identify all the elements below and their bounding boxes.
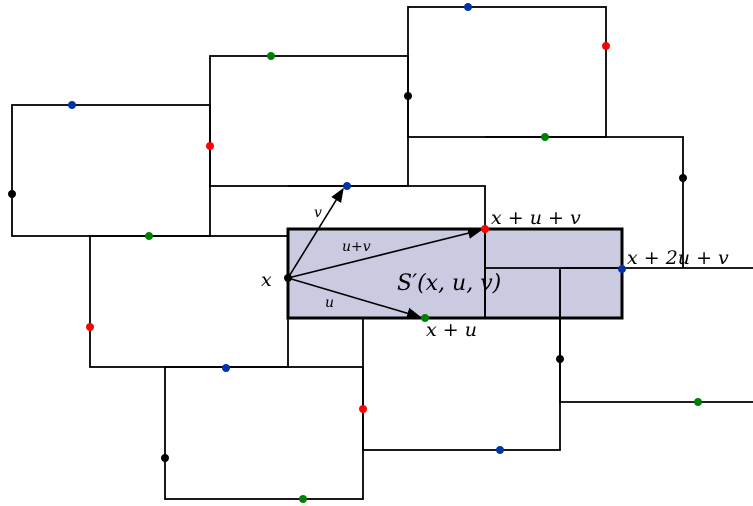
tile-mid-left	[89, 235, 289, 368]
dot-red	[602, 42, 610, 50]
dot-blue	[68, 101, 76, 109]
dot-black	[8, 190, 16, 198]
shaded-region	[288, 229, 622, 318]
vectors	[287, 187, 483, 319]
dot-red	[481, 225, 489, 233]
dot-blue	[618, 265, 626, 273]
dot-black	[679, 174, 687, 182]
dot-black	[556, 355, 564, 363]
label-x-plus-u-plus-v: x + u + v	[491, 207, 581, 229]
shaded-region-inner-edges	[484, 229, 622, 318]
dot-green	[541, 133, 549, 141]
label-vector-u-plus-v: u+v	[342, 239, 371, 255]
tile-top-right	[407, 6, 607, 138]
dot-blue	[222, 364, 230, 372]
dot-black	[284, 274, 292, 282]
label-shaded-region: S′(x, u, v)	[397, 271, 501, 296]
tile-right-upper	[485, 136, 684, 268]
dot-green	[421, 314, 429, 322]
dot-red	[359, 405, 367, 413]
dot-red	[86, 323, 94, 331]
label-vector-v: v	[314, 205, 322, 221]
vector-u-plus-v	[287, 227, 483, 279]
vector-v	[287, 187, 344, 279]
dot-red	[206, 142, 214, 150]
label-vector-u: u	[325, 295, 334, 311]
dot-green	[267, 52, 275, 60]
label-x-plus-u: x + u	[426, 319, 477, 341]
dot-black	[161, 454, 169, 462]
tile-top-middle	[209, 55, 409, 187]
vector-u	[287, 277, 422, 319]
dot-green	[299, 495, 307, 503]
dot-blue	[496, 446, 504, 454]
dot-green	[694, 398, 702, 406]
dot-green	[145, 232, 153, 240]
label-x-plus-2u-plus-v: x + 2u + v	[627, 247, 729, 269]
dot-blue	[343, 182, 351, 190]
shaded-region-outline	[286, 227, 624, 320]
tile-left	[11, 104, 211, 237]
marked-points	[8, 3, 702, 503]
tile-bottom-left	[164, 366, 364, 500]
dot-blue	[464, 3, 472, 11]
dot-black	[404, 92, 412, 100]
label-x: x	[261, 269, 272, 291]
